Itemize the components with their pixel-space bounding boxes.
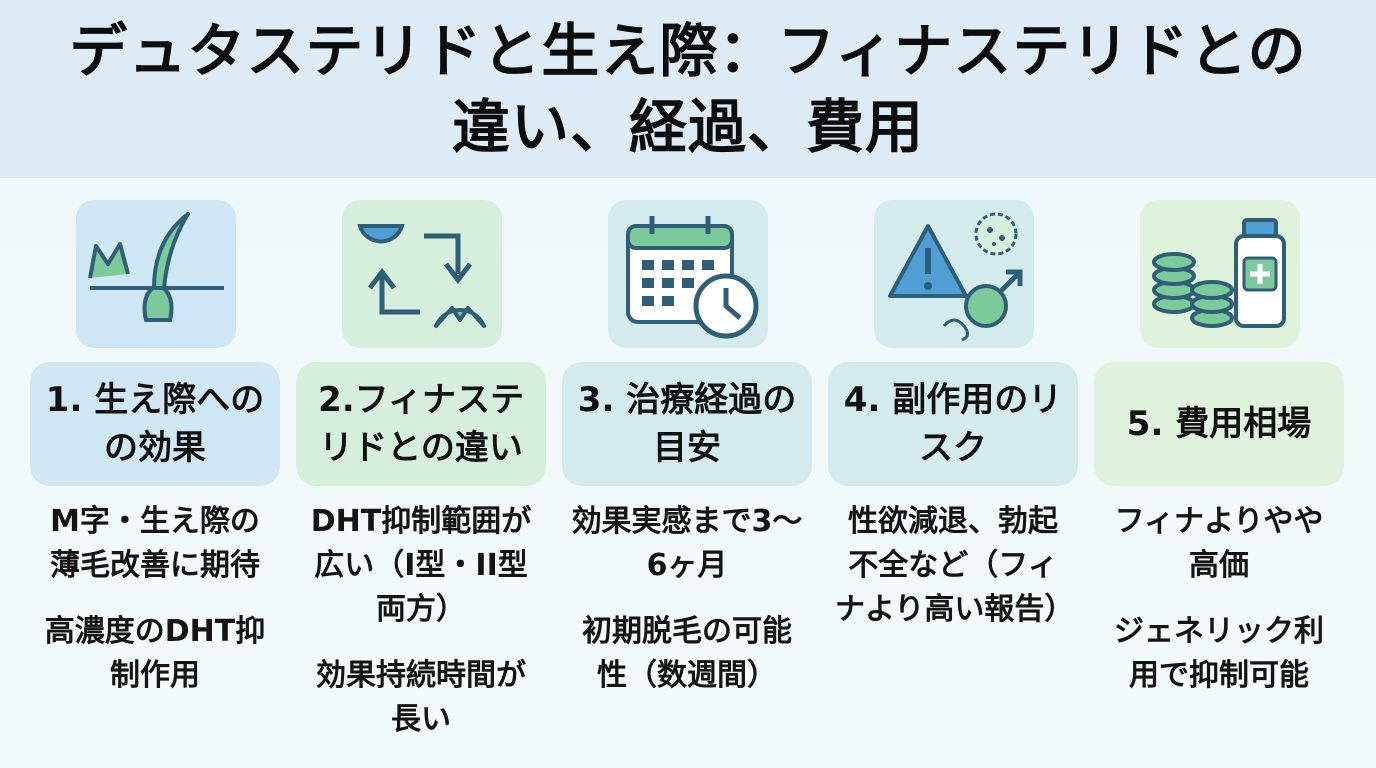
column-cost: 5. 費用相場 フィナよりやや高価 ジェネリック利用で抑制可能: [1094, 178, 1344, 768]
column-hairline-effect: 1. 生え際へのの効果 M字・生え際の薄毛改善に期待 高濃度のDHT抑制作用: [30, 178, 280, 768]
page-title: デュタステリドと生え際：フィナステリドとの違い、経過、費用: [69, 17, 1307, 161]
calendar-clock-icon: [608, 200, 768, 348]
column-heading: 3. 治療経過の目安: [562, 362, 812, 486]
header-banner: デュタステリドと生え際：フィナステリドとの違い、経過、費用: [0, 0, 1376, 178]
point: 効果実感まで3〜6ヶ月: [571, 504, 803, 583]
column-side-effect-risk: 4. 副作用のリスク 性欲減退、勃起不全など（フィナより高い報告）: [828, 178, 1078, 768]
conversion-arrows-icon: [342, 200, 502, 348]
point: 初期脱毛の可能性（数週間）: [582, 614, 792, 693]
column-heading: 1. 生え際へのの効果: [30, 362, 280, 486]
point: M字・生え際の薄毛改善に期待: [50, 504, 260, 583]
column-finasteride-difference: 2.フィナステリドとの違い DHT抑制範囲が広い（I型・II型両方） 効果持続時…: [296, 178, 546, 768]
point: 高濃度のDHT抑制作用: [44, 614, 266, 693]
warning-side-effect-icon: [874, 200, 1034, 348]
column-body: 効果実感まで3〜6ヶ月 初期脱毛の可能性（数週間）: [562, 500, 812, 720]
point: 性欲減退、勃起不全など（フィナより高い報告）: [835, 504, 1075, 627]
column-heading: 4. 副作用のリスク: [828, 362, 1078, 486]
point: DHT抑制範囲が広い（I型・II型両方）: [310, 504, 532, 627]
info-columns: 1. 生え際へのの効果 M字・生え際の薄毛改善に期待 高濃度のDHT抑制作用 2…: [0, 178, 1376, 768]
column-treatment-progress: 3. 治療経過の目安 効果実感まで3〜6ヶ月 初期脱毛の可能性（数週間）: [562, 178, 812, 768]
point: 効果持続時間が長い: [316, 658, 526, 737]
point: フィナよりやや高価: [1114, 504, 1324, 583]
hair-follicle-icon: [76, 200, 236, 348]
column-body: 性欲減退、勃起不全など（フィナより高い報告）: [828, 500, 1078, 654]
column-body: DHT抑制範囲が広い（I型・II型両方） 効果持続時間が長い: [296, 500, 546, 764]
column-heading: 2.フィナステリドとの違い: [296, 362, 546, 486]
column-body: M字・生え際の薄毛改善に期待 高濃度のDHT抑制作用: [30, 500, 280, 720]
column-body: フィナよりやや高価 ジェネリック利用で抑制可能: [1094, 500, 1344, 720]
point: ジェネリック利用で抑制可能: [1114, 614, 1324, 693]
column-heading: 5. 費用相場: [1094, 362, 1344, 486]
coins-medicine-bottle-icon: [1140, 200, 1300, 348]
